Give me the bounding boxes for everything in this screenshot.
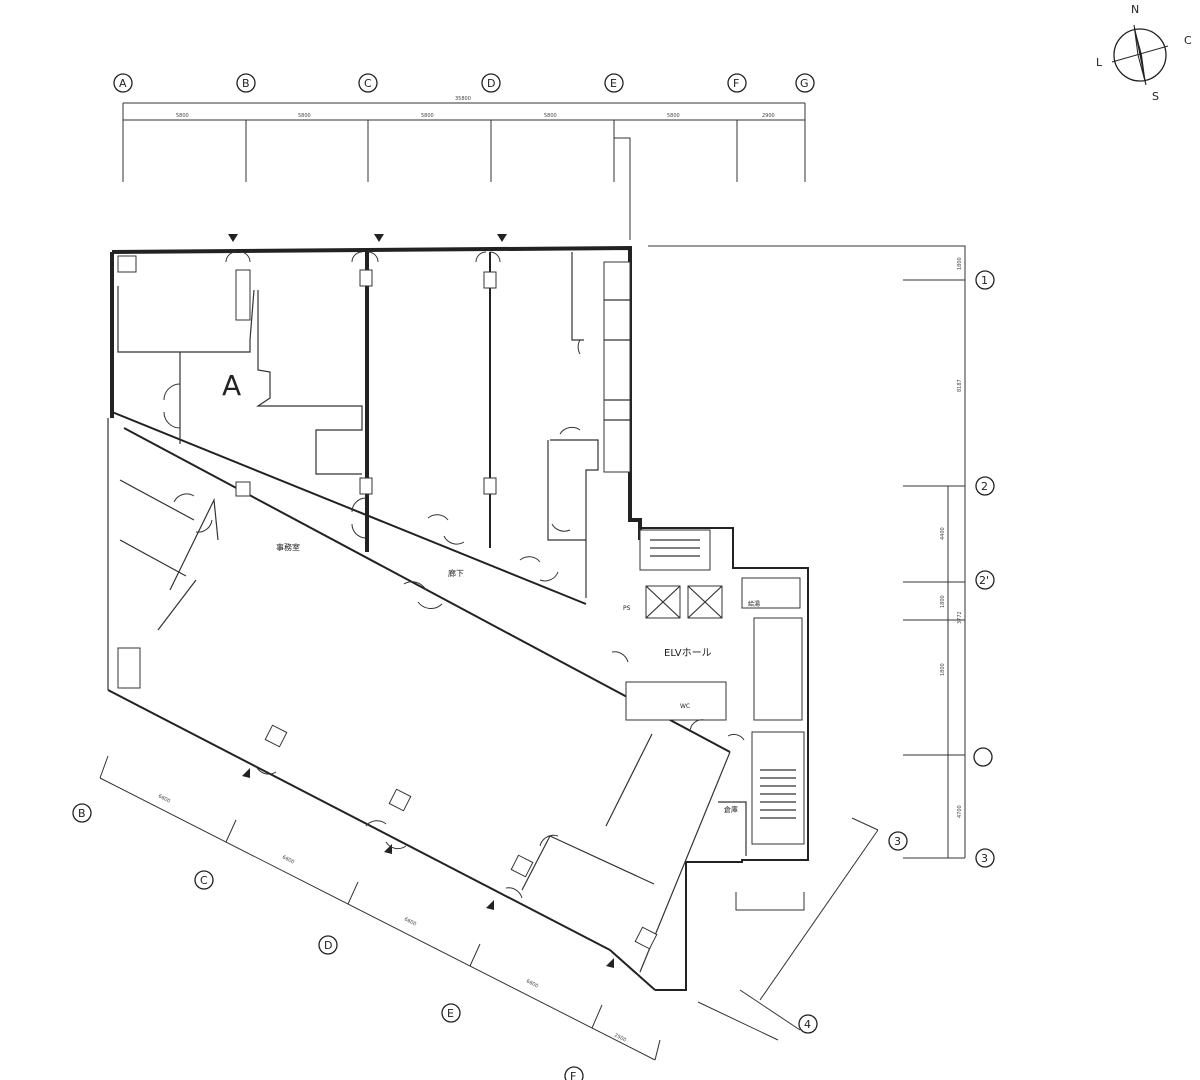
building-outline <box>107 245 809 991</box>
dim-bottom-3: 6600 <box>403 916 417 927</box>
dim-top-span-2: 5800 <box>298 113 311 119</box>
grid-top-a: A <box>119 77 127 90</box>
grid-top-d: D <box>487 77 495 90</box>
grid-bottom-d: D <box>324 939 332 952</box>
room-label-ps: PS <box>623 605 631 612</box>
grid-top-b: B <box>242 77 250 90</box>
bottom-grid-axes: B C D E F 6600 6600 6600 6600 2500 <box>72 755 661 1080</box>
grid-right-1: 1 <box>981 274 988 287</box>
dim-bottom-2: 6600 <box>281 854 295 865</box>
dim-top-span-4: 5800 <box>544 113 557 119</box>
dim-bottom-5: 2500 <box>613 1032 627 1043</box>
dim-top-span-5: 5800 <box>667 113 680 119</box>
grid-bottom-b: B <box>78 807 86 820</box>
grid-top-g: G <box>800 77 809 90</box>
internal-walls <box>117 252 655 891</box>
dim-top-total: 35800 <box>455 96 471 102</box>
room-label-kitchen: 給湯 <box>748 600 760 608</box>
room-label-office: 事務室 <box>276 542 300 552</box>
compass-north-label: N <box>1131 3 1139 16</box>
room-label-tenant-a: A <box>222 369 241 402</box>
top-dimension-lines: 35800 5800 5800 5800 5800 5800 2900 <box>122 96 806 240</box>
column-markers <box>117 234 658 968</box>
grid-bottom-c: C <box>200 874 208 887</box>
dim-right-3: 4400 <box>940 527 946 540</box>
room-label-corridor: 廊下 <box>448 568 464 578</box>
compass-south-label: S <box>1152 90 1159 103</box>
dim-right-2: 8187 <box>957 379 963 392</box>
grid-right-2-prime: 2' <box>979 574 989 587</box>
dim-bottom-1: 6600 <box>157 793 171 804</box>
compass-icon: N S C L <box>1096 3 1192 103</box>
grid-bottom-e: E <box>447 1007 454 1020</box>
top-grid-axes: A B C D E F G <box>113 73 815 93</box>
dim-bottom-4: 6600 <box>525 978 539 989</box>
compass-west-label: L <box>1096 56 1103 69</box>
bottom-right-axis: 4 <box>697 817 879 1041</box>
door-swings <box>163 251 745 899</box>
room-label-wc: WC <box>680 703 690 710</box>
dim-top-span-3: 5800 <box>421 113 434 119</box>
dim-right-1: 1800 <box>957 257 963 270</box>
grid-top-e: E <box>610 77 617 90</box>
dim-right-5: 3772 <box>957 611 963 624</box>
dim-top-span-1: 5800 <box>176 113 189 119</box>
dim-right-4: 1800 <box>940 595 946 608</box>
grid-right-3: 3 <box>981 852 988 865</box>
grid-bottom-4: 4 <box>804 1018 811 1031</box>
dim-right-7: 4700 <box>957 805 963 818</box>
grid-top-f: F <box>733 77 739 90</box>
grid-top-c: C <box>364 77 372 90</box>
room-label-storage: 倉庫 <box>724 805 738 814</box>
dim-right-6: 1800 <box>940 663 946 676</box>
building-core <box>603 261 805 856</box>
grid-bottom-f: F <box>570 1070 576 1080</box>
grid-right-3-alt: 3 <box>894 835 901 848</box>
grid-right-2: 2 <box>981 480 988 493</box>
dim-top-span-6: 2900 <box>762 113 775 119</box>
compass-east-label: C <box>1184 34 1192 47</box>
right-grid-axes: 1 2 2' 3 3 1800 8187 4400 1800 3772 1800… <box>648 245 995 868</box>
room-label-elevator-hall: ELVホール <box>664 647 712 659</box>
